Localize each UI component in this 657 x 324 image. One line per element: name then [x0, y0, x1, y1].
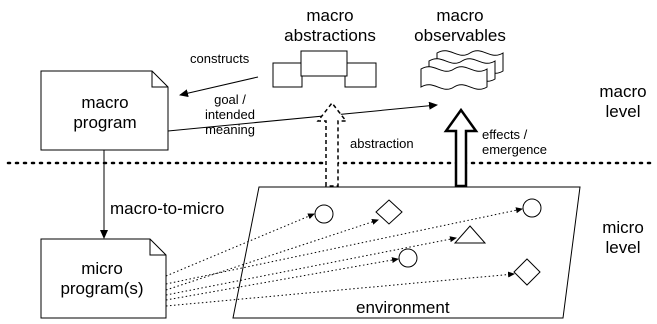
- macro-program-line-2: program: [73, 112, 137, 132]
- macro-to-micro-label: macro-to-micro: [110, 199, 225, 218]
- micro-level-line-2: level: [605, 237, 641, 257]
- constructs-label: constructs: [190, 51, 250, 66]
- micro-programs-label: micro program(s): [46, 259, 158, 298]
- abstraction-label: abstraction: [350, 136, 414, 151]
- abstraction-arrow: [316, 101, 348, 187]
- goal-line-1: goal /: [214, 92, 246, 107]
- goal-arrow: [167, 101, 438, 132]
- constructs-arrow: [179, 76, 259, 98]
- micro-programs-line-1: micro: [81, 259, 123, 278]
- macro-program-fold: [151, 71, 168, 88]
- environment-label: environment: [356, 298, 450, 317]
- macro-program-line-1: macro: [81, 93, 129, 112]
- micro-program-fold: [149, 239, 166, 256]
- macro-program-label: macro program: [50, 93, 160, 132]
- goal-line-3: meaning: [205, 121, 255, 137]
- goal-line-2: intended: [205, 106, 255, 122]
- macro-abstractions-line-2: abstractions: [284, 25, 376, 45]
- macro-observables-label: macro observables: [405, 6, 515, 45]
- micro-level-line-1: micro: [602, 218, 644, 237]
- macro-abstractions-shapes: [272, 50, 377, 88]
- goal-label: goal / intended meaning: [190, 92, 270, 138]
- effects-line-2: emergence: [482, 141, 548, 157]
- macro-observables-shapes: [420, 50, 504, 90]
- macro-observables-line-1: macro: [436, 6, 484, 25]
- macro-level-label: macro level: [593, 82, 653, 121]
- macro-program-document: [40, 70, 169, 151]
- effects-arrow: [443, 107, 479, 188]
- macro-level-line-2: level: [605, 101, 641, 121]
- micro-level-label: micro level: [593, 218, 653, 257]
- effects-line-1: effects /: [482, 127, 528, 142]
- micro-to-environment-arrows: [165, 207, 523, 307]
- effects-label: effects / emergence: [482, 127, 548, 158]
- macro-level-line-1: macro: [599, 82, 647, 101]
- environment-shapes: [314, 198, 542, 286]
- macro-observables-line-2: observables: [414, 25, 506, 45]
- micro-programs-line-2: program(s): [60, 278, 144, 298]
- micro-program-document: [40, 238, 167, 319]
- macro-abstractions-line-1: macro: [306, 6, 354, 25]
- macro-abstractions-label: macro abstractions: [280, 6, 380, 45]
